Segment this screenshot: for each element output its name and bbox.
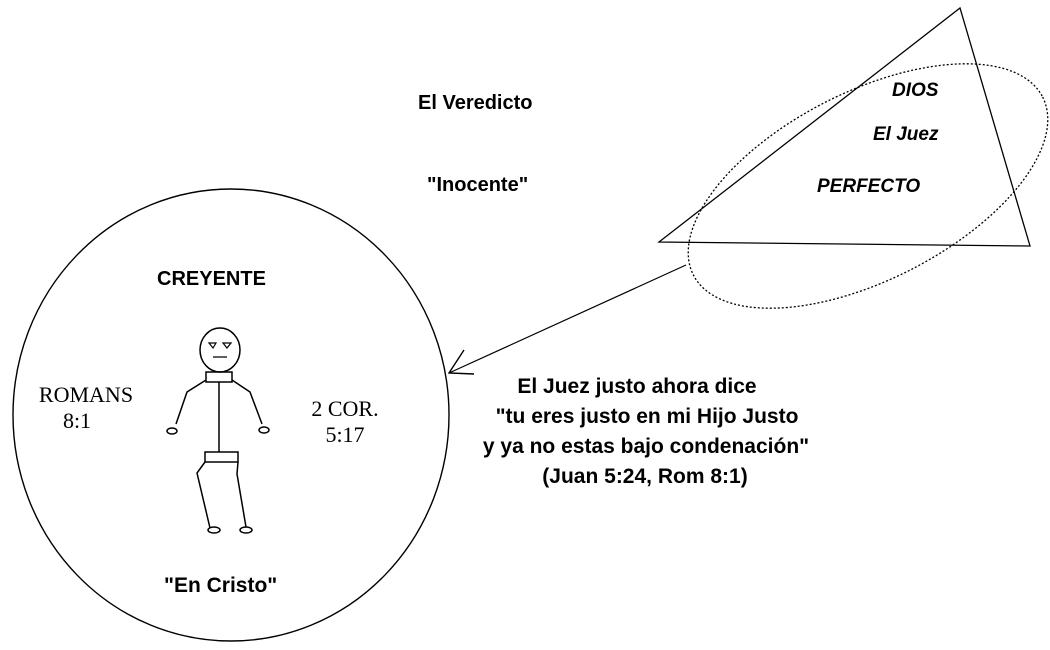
judgment-line-1: El Juez justo ahora dice: [517, 375, 757, 398]
believer-title: CREYENTE: [157, 268, 266, 290]
figure-face: [207, 342, 233, 358]
figure-left-foot: [207, 526, 221, 534]
reference-romans-book: ROMANS: [38, 382, 134, 407]
figure-hips: [204, 451, 239, 463]
reference-corinthians: 2 COR. 5:17: [290, 396, 400, 448]
reference-corinthians-book: 2 COR.: [311, 396, 379, 421]
figure-shoulders: [205, 371, 233, 383]
god-attribute: PERFECTO: [817, 176, 921, 197]
figure-head: [199, 327, 241, 373]
reference-corinthians-verse: 5:17: [325, 422, 365, 447]
believer-status: "En Cristo": [164, 574, 278, 597]
believer-circle: [12, 188, 450, 642]
figure-right-hand: [258, 426, 270, 434]
stick-figure: [166, 327, 270, 534]
figure-left-arm: [175, 379, 207, 425]
figure-right-leg: [236, 461, 247, 528]
verdict-word: "Inocente": [427, 174, 529, 196]
reference-romans: ROMANS 8:1: [6, 382, 166, 434]
god-name: DIOS: [892, 80, 939, 101]
god-role: El Juez: [873, 124, 939, 145]
judgment-line-2: "tu eres justo en mi Hijo Justo: [495, 405, 799, 428]
figure-left-hand: [166, 427, 178, 435]
figure-right-arm: [231, 379, 263, 425]
god-ellipse: [687, 63, 1049, 309]
judgment-statement: El Juez justo ahora dice "tu eres justo …: [472, 372, 832, 492]
god-triangle: [657, 6, 1031, 247]
reference-romans-verse: 8:1: [62, 408, 92, 433]
figure-right-foot: [239, 526, 253, 534]
figure-left-leg: [196, 461, 211, 529]
verdict-heading: El Veredicto: [418, 92, 533, 114]
verdict-arrow: [447, 264, 687, 375]
judgment-line-3: y ya no estas bajo condenación": [482, 435, 810, 458]
judgment-line-4: (Juan 5:24, Rom 8:1): [542, 465, 748, 488]
